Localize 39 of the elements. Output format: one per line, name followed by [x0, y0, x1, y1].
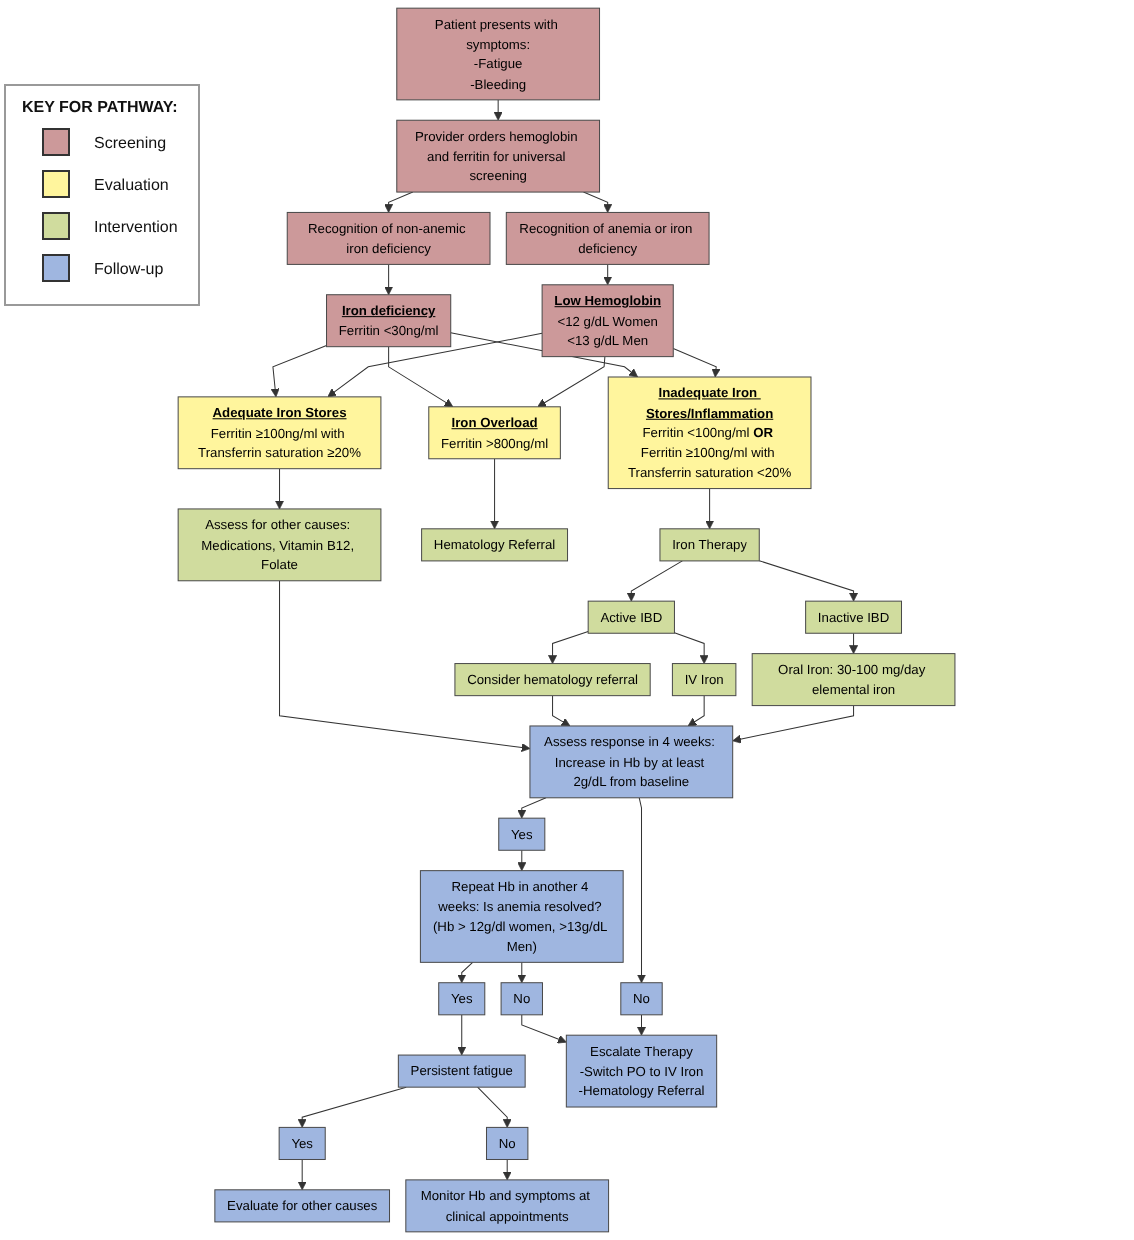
arrow	[627, 560, 684, 602]
arrow	[477, 1086, 513, 1128]
arrow	[583, 191, 613, 213]
arrow	[384, 191, 414, 213]
arrow	[521, 1014, 568, 1044]
arrow	[503, 1159, 513, 1181]
arrow	[494, 99, 504, 121]
arrow	[457, 961, 474, 984]
arrow	[279, 580, 531, 752]
arrow	[705, 488, 715, 530]
arrow	[298, 1159, 308, 1191]
arrow	[673, 348, 721, 378]
arrow	[298, 1086, 408, 1128]
arrow	[552, 695, 571, 727]
arrow	[537, 356, 606, 408]
arrow	[688, 695, 706, 727]
arrow	[759, 560, 859, 602]
arrow	[388, 346, 454, 408]
arrow	[548, 631, 590, 664]
legend-label: Evaluation	[94, 175, 169, 193]
arrow	[490, 458, 500, 530]
arrow	[517, 849, 527, 872]
legend-label: Follow-up	[94, 259, 164, 277]
arrow	[674, 632, 710, 664]
legend-label: Screening	[94, 133, 167, 151]
arrow	[603, 263, 613, 286]
arrow	[637, 1014, 647, 1036]
arrow	[732, 705, 855, 744]
arrow	[384, 263, 394, 296]
arrow	[457, 1014, 467, 1056]
legend-title: KEY FOR PATHWAY:	[22, 98, 178, 116]
arrow	[849, 632, 859, 655]
arrow	[327, 332, 544, 398]
arrow	[517, 797, 547, 819]
legend-label: Intervention	[94, 217, 178, 235]
arrow	[517, 961, 527, 984]
arrow	[271, 344, 328, 398]
arrow	[637, 797, 647, 984]
arrow	[275, 468, 285, 510]
